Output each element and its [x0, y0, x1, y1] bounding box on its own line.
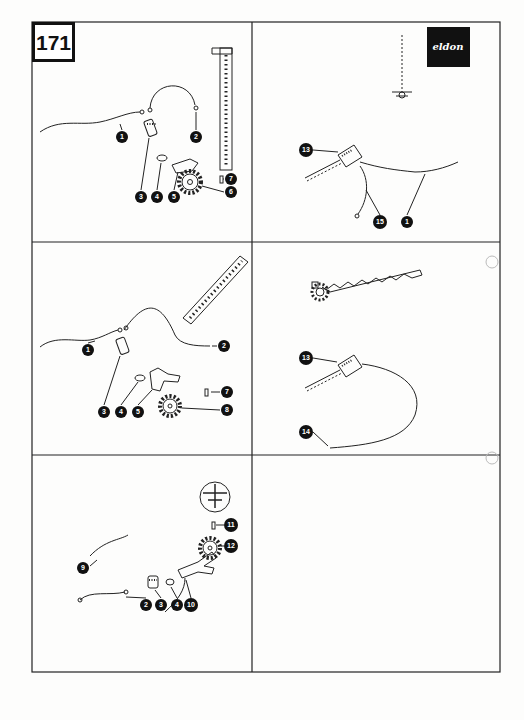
callout-number: 12 — [224, 539, 238, 553]
callout-number: 11 — [224, 518, 238, 532]
callout-number: 2 — [218, 340, 230, 352]
callout-number: 4 — [171, 599, 183, 611]
callout-number: 14 — [299, 425, 313, 439]
callout-number: 3 — [155, 599, 167, 611]
callout-number: 4 — [151, 191, 163, 203]
callout-number: 3 — [98, 406, 110, 418]
callout-number: 7 — [225, 173, 237, 185]
callout-number: 6 — [225, 186, 237, 198]
callout-number: 1 — [82, 344, 94, 356]
callout-number: 13 — [299, 143, 313, 157]
callout-number: 13 — [299, 351, 313, 365]
callout-number: 7 — [221, 386, 233, 398]
callout-number: 9 — [77, 562, 89, 574]
callout-number: 15 — [373, 215, 387, 229]
callout-number: 5 — [168, 191, 180, 203]
page-number-box: 171 — [32, 22, 75, 62]
callout-number: 3 — [135, 191, 147, 203]
callout-number: 2 — [140, 599, 152, 611]
brand-logo: eldon — [432, 42, 463, 52]
callout-number: 2 — [190, 131, 202, 143]
callout-number: 1 — [116, 131, 128, 143]
callout-number: 8 — [221, 404, 233, 416]
page-number: 171 — [36, 32, 71, 53]
callout-number: 10 — [184, 598, 198, 612]
callout-number: 4 — [115, 406, 127, 418]
callout-number: 1 — [401, 216, 413, 228]
callout-number: 5 — [132, 406, 144, 418]
